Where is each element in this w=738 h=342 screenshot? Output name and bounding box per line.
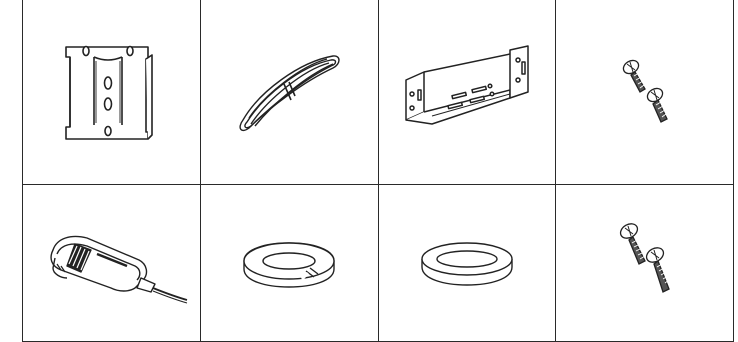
flat-washer-icon (421, 242, 513, 286)
coiled-cable-icon (239, 55, 340, 132)
cell-microphone (22, 184, 201, 342)
cell-mounting-plate (22, 0, 201, 186)
cell-tapping-screws (555, 184, 734, 342)
screw-pair-icon (622, 59, 668, 123)
cell-u-bracket (377, 0, 557, 186)
cell-flat-washer (377, 184, 557, 342)
mounting-bracket-plate-icon (65, 45, 154, 140)
cell-screws (555, 0, 734, 186)
table-row (22, 0, 734, 186)
spring-washer-icon (243, 242, 335, 288)
table-row (22, 184, 734, 342)
accessory-table (22, 0, 734, 342)
cell-spring-washer (199, 184, 379, 342)
hand-microphone-icon (50, 235, 188, 304)
tapping-screw-pair-icon (619, 223, 670, 293)
cell-coiled-cable (199, 0, 379, 186)
u-mounting-bracket-icon (405, 45, 529, 125)
